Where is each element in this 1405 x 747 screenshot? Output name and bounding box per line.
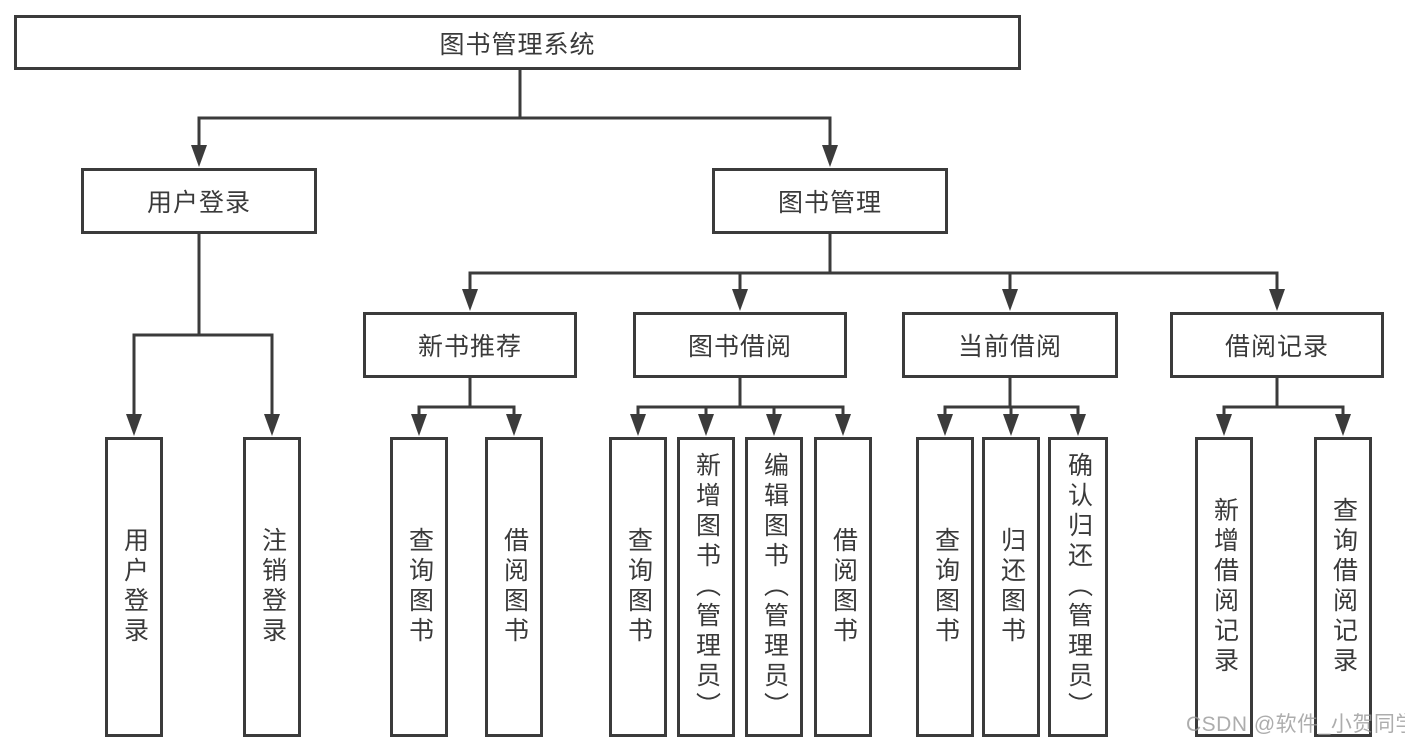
leaf-add-borrow-record: 新增借阅记录	[1195, 437, 1253, 737]
node-book-borrow: 图书借阅	[633, 312, 847, 378]
leaf-query-book-borrow: 查询图书	[609, 437, 667, 737]
node-book-management: 图书管理	[712, 168, 948, 234]
leaf-add-book-admin: 新增图书（管理员）	[677, 437, 735, 737]
leaf-user-login: 用户登录	[105, 437, 163, 737]
leaf-query-borrow-record: 查询借阅记录	[1314, 437, 1372, 737]
leaf-logout-login: 注销登录	[243, 437, 301, 737]
leaf-return-book: 归还图书	[982, 437, 1040, 737]
node-borrow-records: 借阅记录	[1170, 312, 1384, 378]
node-library-system: 图书管理系统	[14, 15, 1021, 70]
node-new-book-recommend: 新书推荐	[363, 312, 577, 378]
leaf-borrow-book-recommend: 借阅图书	[485, 437, 543, 737]
node-current-borrow: 当前借阅	[902, 312, 1118, 378]
leaf-confirm-return-admin: 确认归还（管理员）	[1048, 437, 1108, 737]
leaf-borrow-book: 借阅图书	[814, 437, 872, 737]
leaf-query-book-recommend: 查询图书	[390, 437, 448, 737]
node-user-login: 用户登录	[81, 168, 317, 234]
watermark: CSDN @软件_小贺同学	[1186, 713, 1405, 736]
leaf-query-book-current: 查询图书	[916, 437, 974, 737]
leaf-edit-book-admin: 编辑图书（管理员）	[745, 437, 803, 737]
